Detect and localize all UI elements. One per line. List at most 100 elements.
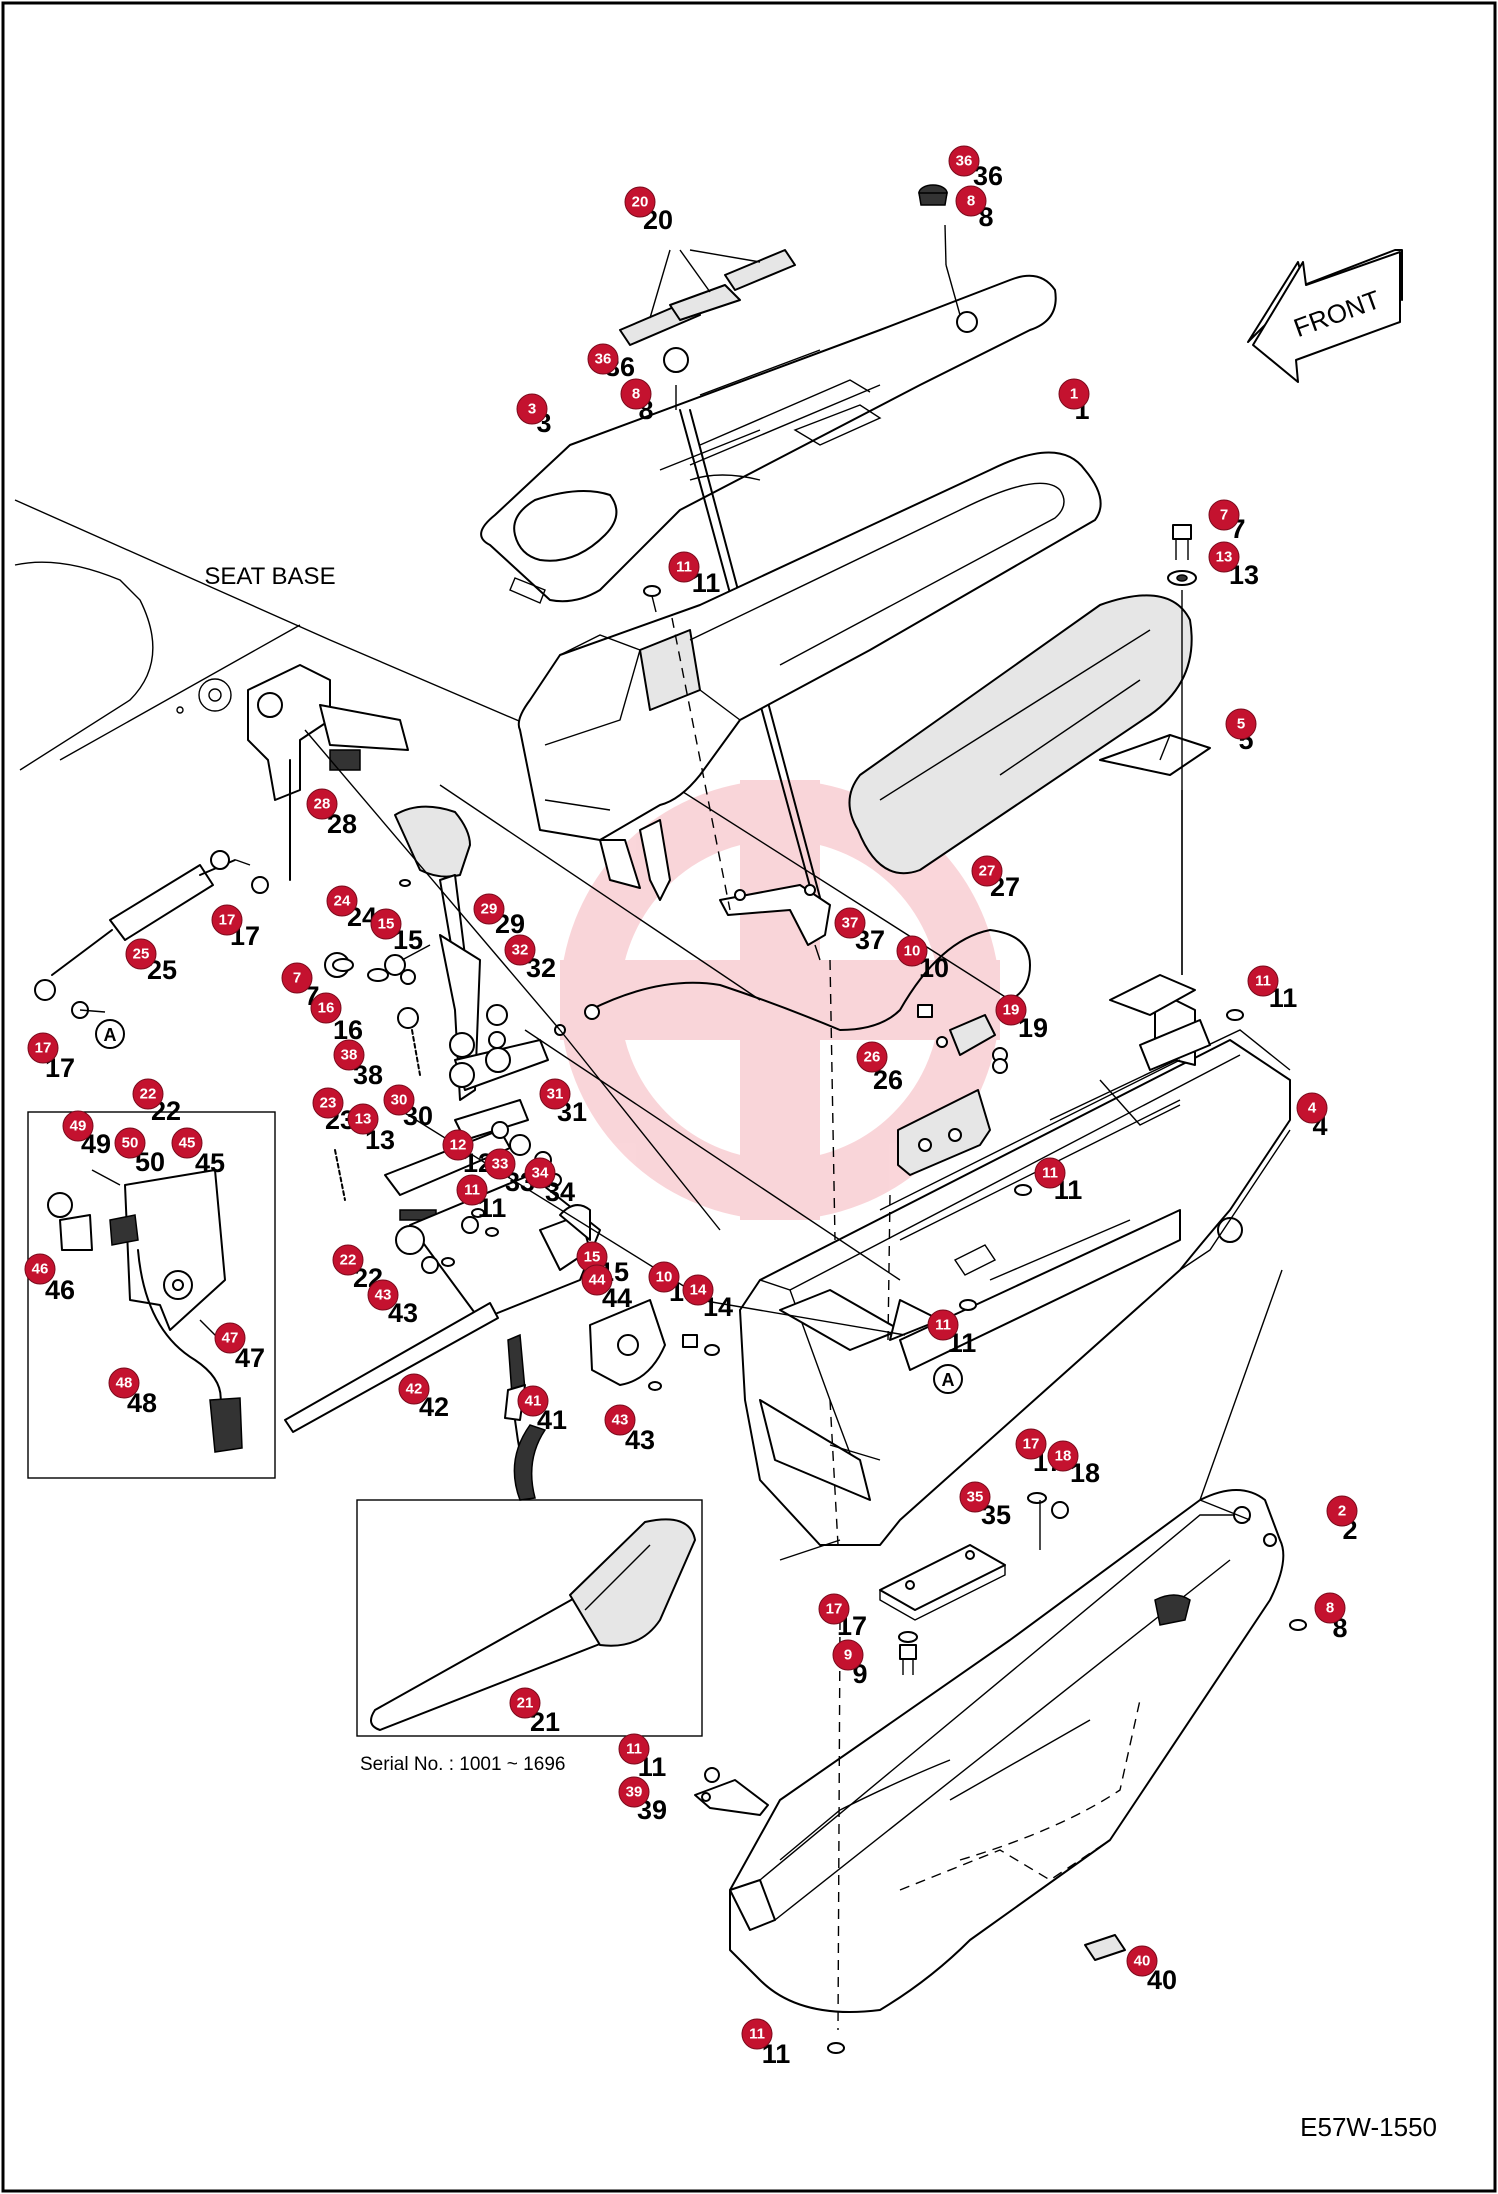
callout-marker-number: 3 — [528, 401, 536, 418]
callout-marker-number: 11 — [1042, 1165, 1058, 1182]
callout-marker-number: 19 — [1003, 1002, 1020, 1019]
top-cover-3 — [480, 274, 1057, 604]
callout-marker — [648, 1261, 680, 1293]
callout-marker — [171, 1127, 203, 1159]
callout-marker — [524, 1157, 556, 1189]
callout-marker-number: 31 — [547, 1086, 564, 1103]
lever-linkage-assembly — [324, 805, 562, 1221]
cover-strips-20 — [619, 249, 796, 346]
callout-marker-number: 30 — [391, 1092, 408, 1109]
callout-marker — [1034, 1157, 1066, 1189]
callout-marker-number: 7 — [293, 970, 301, 987]
callout-part-8: 88 — [1314, 1592, 1348, 1643]
callout-marker — [995, 994, 1027, 1026]
front-arrow — [1247, 249, 1403, 383]
callout-marker — [1296, 1092, 1328, 1124]
callout-marker-number: 39 — [626, 1784, 643, 1801]
callout-marker-number: 16 — [318, 1000, 335, 1017]
callout-marker — [211, 904, 243, 936]
callout-part-3: 33 — [516, 393, 552, 438]
callout-marker — [24, 1253, 56, 1285]
callout-marker-number: 22 — [340, 1252, 357, 1269]
ref-marker-a-right: A — [933, 1364, 963, 1394]
callout-marker — [1015, 1428, 1047, 1460]
callout-marker — [504, 934, 536, 966]
plate-39 — [694, 1767, 769, 1816]
callout-marker-number: 40 — [1134, 1953, 1151, 1970]
callout-marker-number: 18 — [1055, 1448, 1072, 1465]
gas-spring-25 — [34, 850, 269, 1019]
main-housing-4 — [739, 974, 1291, 1546]
callout-marker — [383, 1084, 415, 1116]
callout-marker — [27, 1032, 59, 1064]
serial-number-label: Serial No. : 1001 ~ 1696 — [360, 1754, 565, 1775]
callout-marker — [484, 1148, 516, 1180]
callout-marker-number: 5 — [1237, 716, 1245, 733]
callout-marker-number: 11 — [676, 559, 692, 576]
callout-marker-number: 11 — [1255, 973, 1271, 990]
callout-part-5: 55 — [1225, 708, 1257, 755]
callout-marker-number: 27 — [979, 863, 996, 880]
callout-marker-number: 2 — [1338, 1503, 1346, 1520]
callout-marker — [948, 145, 980, 177]
callout-marker — [517, 1385, 549, 1417]
callout-marker — [509, 1687, 541, 1719]
callout-marker-number: 14 — [690, 1282, 707, 1299]
callout-marker — [516, 393, 548, 425]
callout-marker-number: 25 — [133, 946, 150, 963]
lever-grip-inset — [356, 1499, 703, 1737]
callout-marker — [1208, 541, 1240, 573]
part-number-label: 45 — [195, 1148, 225, 1178]
switch-assy-inset — [27, 1111, 276, 1479]
callout-marker — [306, 788, 338, 820]
callout-marker-number: 10 — [656, 1269, 673, 1286]
lever-bracket-assy — [284, 1174, 666, 1496]
callout-marker-number: 41 — [525, 1393, 542, 1410]
callout-marker-number: 32 — [512, 942, 529, 959]
callout-marker-number: 9 — [844, 1647, 852, 1664]
callout-marker-number: 43 — [612, 1412, 629, 1429]
callout-marker-number: 1 — [1070, 386, 1078, 403]
callout-marker — [834, 907, 866, 939]
callout-marker — [896, 935, 928, 967]
callout-marker-number: 43 — [375, 1287, 392, 1304]
svg-text:A: A — [942, 1370, 955, 1390]
callout-marker — [668, 551, 700, 583]
callout-marker-number: 37 — [842, 915, 859, 932]
callout-marker — [108, 1367, 140, 1399]
callout-marker — [1247, 965, 1279, 997]
callout-marker — [832, 1639, 864, 1671]
callout-marker-number: 17 — [219, 912, 236, 929]
callout-marker — [312, 1087, 344, 1119]
seat-base-outline — [14, 499, 1011, 1001]
callout-part-1: 11 — [1058, 378, 1090, 425]
callout-marker-number: 4 — [1308, 1100, 1317, 1117]
callout-marker-number: 17 — [826, 1601, 843, 1618]
callout-marker-number: 44 — [589, 1272, 606, 1289]
